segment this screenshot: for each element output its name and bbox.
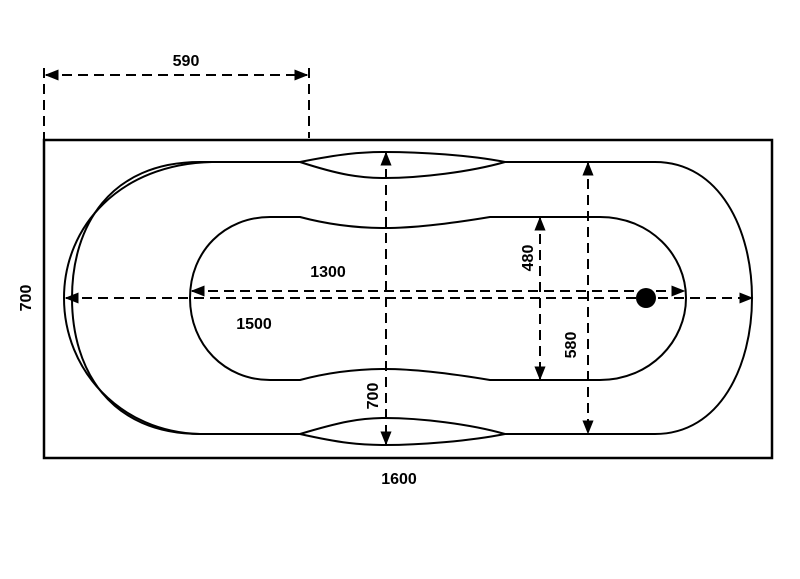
- label-1300: 1300: [310, 264, 346, 281]
- label-700-overall: 700: [18, 285, 35, 312]
- label-1600: 1600: [381, 471, 417, 488]
- label-590: 590: [173, 53, 200, 70]
- label-580: 580: [563, 332, 580, 359]
- armrest-bottom: [299, 433, 506, 447]
- label-480: 480: [520, 245, 537, 272]
- label-700-inner: 700: [365, 383, 382, 410]
- tub-outer-edge-left: [62, 161, 213, 435]
- label-1500: 1500: [236, 316, 272, 333]
- tub-frame: [42, 138, 774, 460]
- armrest-top: [299, 150, 506, 163]
- tub-inner-basin: [188, 216, 688, 381]
